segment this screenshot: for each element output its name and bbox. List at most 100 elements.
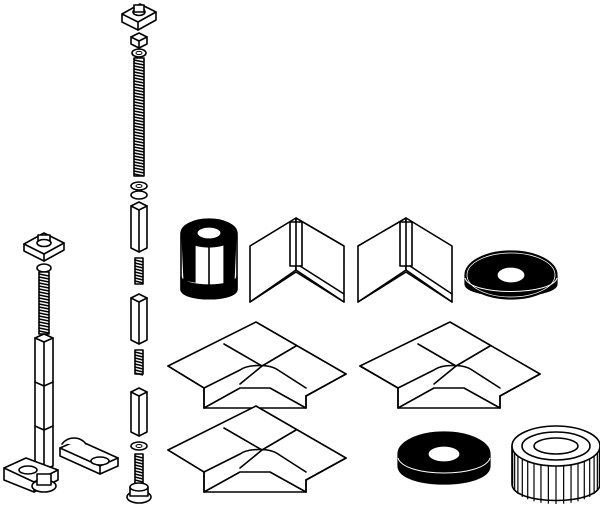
thread-line: [133, 122, 145, 126]
thread-line: [38, 315, 50, 319]
thread-line: [38, 324, 50, 328]
t-junction-bottom: [167, 405, 347, 493]
sealing-washer-small: [397, 431, 491, 485]
thread-line: [133, 113, 145, 117]
thread-line: [134, 479, 144, 483]
thread-line: [38, 294, 50, 298]
hex-nut-icon: [131, 48, 147, 58]
thread-line: [133, 95, 145, 99]
thread-line: [134, 280, 144, 284]
thread-line: [38, 285, 50, 289]
threaded-rod-icon: [38, 271, 50, 335]
thread-line: [133, 143, 145, 147]
hex-nut-icon: [130, 32, 148, 49]
thread-line: [134, 360, 144, 364]
thread-line: [133, 74, 145, 78]
inner-corner-left: [249, 217, 345, 303]
thread-line: [134, 473, 144, 477]
top-plate-nut-icon: [121, 3, 157, 31]
threaded-stud-icon: [134, 453, 144, 486]
base-clip-icon: [3, 457, 59, 493]
thread-line: [134, 369, 144, 373]
thread-line: [38, 312, 50, 316]
threaded-rod-icon: [133, 57, 145, 177]
coupling-sleeve-icon: [130, 387, 148, 437]
thread-line: [134, 268, 144, 272]
thread-line: [133, 125, 145, 129]
thread-line: [133, 83, 145, 87]
thread-line: [133, 152, 145, 156]
thread-line: [133, 119, 145, 123]
coupling-sleeve-icon: [130, 293, 148, 345]
thread-line: [38, 327, 50, 331]
thread-line: [134, 464, 144, 468]
t-junction-top-left: [167, 321, 347, 409]
coupling-sleeve-icon: [34, 333, 54, 471]
thread-line: [133, 140, 145, 144]
thread-line: [133, 68, 145, 72]
thread-line: [38, 276, 50, 280]
thread-line: [134, 363, 144, 367]
t-junction-top-right: [359, 321, 541, 409]
thread-line: [38, 297, 50, 301]
thread-line: [134, 455, 144, 459]
thread-line: [133, 131, 145, 135]
short-rod-assembly: [3, 232, 65, 493]
thread-line: [134, 274, 144, 278]
thread-line: [133, 62, 145, 66]
thread-line: [133, 116, 145, 120]
coupling-sleeve-icon: [130, 201, 148, 253]
thread-line: [134, 259, 144, 263]
thread-line: [133, 170, 145, 174]
thread-line: [134, 372, 144, 376]
thread-line: [133, 89, 145, 93]
thread-line: [134, 277, 144, 281]
thread-line: [38, 288, 50, 292]
washer-icon: [130, 441, 148, 451]
thread-line: [133, 155, 145, 159]
thread-line: [133, 59, 145, 63]
thread-line: [134, 262, 144, 266]
thread-line: [133, 146, 145, 150]
thread-line: [133, 86, 145, 90]
thread-line: [133, 158, 145, 162]
thread-line: [133, 92, 145, 96]
thread-line: [38, 306, 50, 310]
thread-line: [38, 321, 50, 325]
thread-line: [134, 476, 144, 480]
threaded-stud-icon: [134, 257, 144, 285]
thread-line: [133, 80, 145, 84]
thread-line: [38, 291, 50, 295]
thread-line: [134, 458, 144, 462]
thread-line: [133, 164, 145, 168]
thread-line: [38, 279, 50, 283]
thread-line: [134, 366, 144, 370]
washer-icon: [130, 181, 148, 200]
thread-line: [38, 282, 50, 286]
threaded-stud-icon: [134, 349, 144, 376]
thread-line: [134, 271, 144, 275]
thread-line: [133, 149, 145, 153]
thread-line: [134, 265, 144, 269]
thread-line: [38, 273, 50, 277]
thread-line: [38, 303, 50, 307]
rod-foot-icon: [126, 482, 152, 504]
thread-line: [133, 65, 145, 69]
sealing-washer-large: [464, 250, 558, 300]
thread-line: [133, 104, 145, 108]
top-plate-nut-icon: [23, 232, 65, 262]
thread-line: [133, 107, 145, 111]
thread-line: [134, 357, 144, 361]
thread-line: [134, 461, 144, 465]
thread-line: [133, 71, 145, 75]
thread-line: [133, 77, 145, 81]
rod-base-clip: [59, 437, 119, 475]
thread-line: [38, 309, 50, 313]
thread-line: [134, 351, 144, 355]
thread-line: [133, 98, 145, 102]
inner-corner-right: [357, 217, 453, 303]
thread-line: [134, 470, 144, 474]
thread-line: [38, 330, 50, 334]
thread-line: [133, 110, 145, 114]
